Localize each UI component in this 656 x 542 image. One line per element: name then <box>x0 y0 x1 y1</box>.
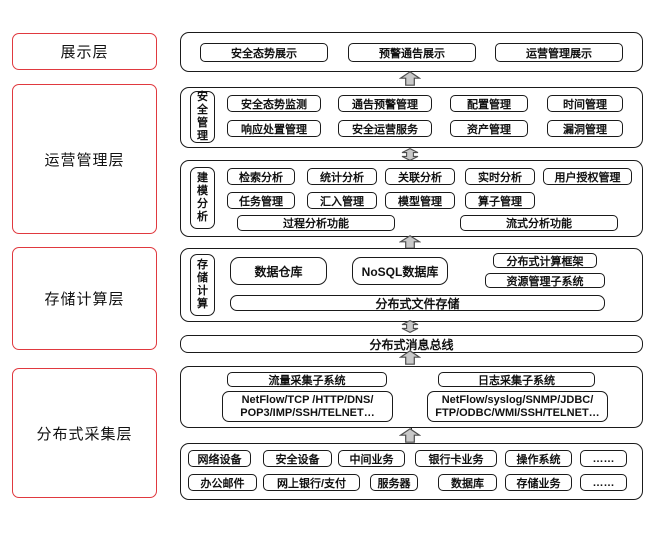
group-label-modeling: 建模分析 <box>190 167 215 229</box>
log-protocols-box: NetFlow/syslog/SNMP/JDBC/ FTP/ODBC/WMI/S… <box>427 391 608 422</box>
traffic-protocols-line2: POP3/IMP/SSH/TELNET… <box>240 406 375 419</box>
log-protocols-line2: FTP/ODBC/WMI/SSH/TELNET… <box>435 406 600 419</box>
node-notice-alert-mgmt: 通告预警管理 <box>338 95 432 112</box>
traffic-protocols-line1: NetFlow/TCP /HTTP/DNS/ <box>241 393 374 406</box>
node-distributed-message-bus: 分布式消息总线 <box>180 335 643 353</box>
layer-label-presentation: 展示层 <box>12 33 157 70</box>
node-security-posture-monitor: 安全态势监测 <box>227 95 321 112</box>
node-data-warehouse: 数据仓库 <box>230 257 327 285</box>
node-import-mgmt: 汇入管理 <box>307 192 377 209</box>
up-down-arrow-icon <box>400 319 420 334</box>
log-protocols-line1: NetFlow/syslog/SNMP/JDBC/ <box>441 393 594 406</box>
node-process-analysis-function: 过程分析功能 <box>237 215 395 231</box>
node-response-handling-mgmt: 响应处置管理 <box>227 120 321 137</box>
node-security-posture-display: 安全态势展示 <box>200 43 328 62</box>
node-office-email: 办公邮件 <box>188 474 257 491</box>
node-distributed-file-storage: 分布式文件存储 <box>230 295 605 311</box>
up-arrow-icon <box>398 350 422 365</box>
group-label-text: 建模分析 <box>197 172 208 223</box>
node-operation-mgmt-display: 运营管理展示 <box>495 43 623 62</box>
node-time-mgmt: 时间管理 <box>547 95 623 112</box>
node-resource-mgmt-subsystem: 资源管理子系统 <box>485 273 605 288</box>
node-traffic-collector-subsystem: 流量采集子系统 <box>227 372 387 387</box>
node-ellipsis: …… <box>580 474 627 491</box>
node-intermediate-business: 中间业务 <box>338 450 405 467</box>
node-bank-card-business: 银行卡业务 <box>415 450 497 467</box>
node-ellipsis: …… <box>580 450 627 467</box>
node-operator-mgmt: 算子管理 <box>465 192 535 209</box>
node-search-analysis: 检索分析 <box>227 168 295 185</box>
node-asset-mgmt: 资产管理 <box>450 120 528 137</box>
group-label-storage-compute: 存储计算 <box>190 254 215 316</box>
layer-label-operations: 运营管理层 <box>12 84 157 234</box>
node-network-devices: 网络设备 <box>188 450 251 467</box>
layer-label-storage: 存储计算层 <box>12 247 157 350</box>
node-realtime-analysis: 实时分析 <box>465 168 535 185</box>
node-user-authorization-mgmt: 用户授权管理 <box>543 168 632 185</box>
node-distributed-compute-framework: 分布式计算框架 <box>493 253 597 268</box>
node-correlation-analysis: 关联分析 <box>385 168 455 185</box>
node-stream-analysis-function: 流式分析功能 <box>460 215 618 231</box>
node-online-banking-payment: 网上银行/支付 <box>263 474 360 491</box>
node-security-devices: 安全设备 <box>263 450 332 467</box>
up-arrow-icon <box>398 235 422 249</box>
node-storage-business: 存储业务 <box>505 474 572 491</box>
node-statistical-analysis: 统计分析 <box>307 168 377 185</box>
node-operating-system: 操作系统 <box>505 450 572 467</box>
traffic-protocols-box: NetFlow/TCP /HTTP/DNS/ POP3/IMP/SSH/TELN… <box>222 391 393 422</box>
layer-label-collection: 分布式采集层 <box>12 368 157 498</box>
node-database: 数据库 <box>438 474 497 491</box>
up-arrow-icon <box>398 71 422 86</box>
node-model-mgmt: 模型管理 <box>385 192 455 209</box>
group-label-text: 存储计算 <box>197 259 208 310</box>
node-log-collector-subsystem: 日志采集子系统 <box>438 372 595 387</box>
group-label-security-mgmt: 安全管理 <box>190 91 215 143</box>
node-servers: 服务器 <box>370 474 418 491</box>
group-label-text: 安全管理 <box>197 91 208 142</box>
node-task-mgmt: 任务管理 <box>227 192 295 209</box>
up-arrow-icon <box>398 428 422 443</box>
node-security-operation-service: 安全运营服务 <box>338 120 432 137</box>
node-nosql-database: NoSQL数据库 <box>352 257 448 285</box>
node-alert-notice-display: 预警通告展示 <box>348 43 476 62</box>
up-down-arrow-icon <box>400 147 420 161</box>
node-config-mgmt: 配置管理 <box>450 95 528 112</box>
node-vulnerability-mgmt: 漏洞管理 <box>547 120 623 137</box>
